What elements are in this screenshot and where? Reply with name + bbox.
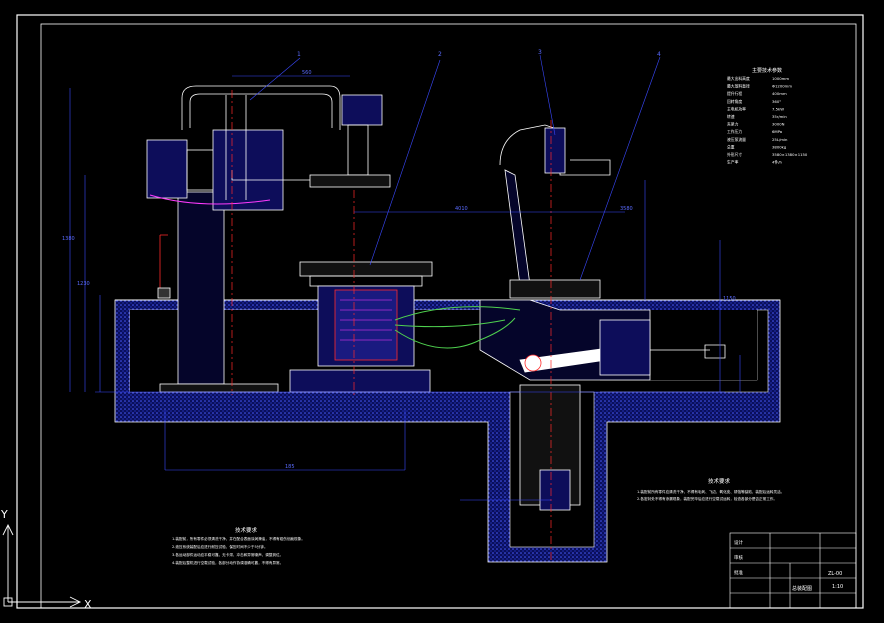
dim-mid-span: 4010 [455, 206, 468, 212]
title-block-checker: 审核 [734, 554, 743, 561]
tech-param-value: 3580×1380×1150 [772, 152, 808, 157]
tech-param-value: 1000mm [772, 76, 789, 81]
left-hoist-hatch [149, 194, 271, 205]
notes-left-line-4: 4.装配后整机进行空载试验，各部分动作协调准确可靠，不得有异常。 [172, 560, 283, 565]
dim-right-span: 3580 [620, 206, 633, 212]
tech-param-value: Φ1200mm [772, 84, 792, 89]
tech-param-value: 360° [772, 99, 781, 104]
ucs-y-label: Y [0, 508, 8, 521]
left-hoist-unit [146, 85, 391, 393]
inner-frame [40, 23, 857, 609]
tech-param-key: 转速 [727, 114, 735, 119]
right-turnover-unit [479, 124, 726, 511]
title-block-scale: 1:10 [832, 584, 843, 590]
tech-param-key: 生产率 [727, 160, 739, 165]
tech-param-value: 25L/min [772, 137, 788, 142]
tech-params-table: 主要技术参数 最大出料高度 1000mm 最大放料直径 Φ1200mm 提升行程 400m… [727, 67, 808, 165]
callout-3: 3 [538, 49, 542, 56]
tech-param-key: 工作压力 [727, 129, 742, 134]
callout-1: 1 [297, 51, 301, 58]
notes-left-line-1: 1.装配前，所有零件必须清洗干净，并在配合表面涂润滑油，不得有碰伤划痕现象。 [172, 536, 305, 541]
notes-right-line-2: 2.各密封处不得有渗漏现象，装配完毕后应进行空载试运转，检查各部分是否正常工作。 [637, 496, 777, 501]
notes-left-title: 技术要求 [235, 526, 258, 534]
centerlines [231, 90, 552, 560]
tech-param-value: 3000N [772, 122, 785, 127]
notes-left: 技术要求 1.装配前，所有零件必须清洗干净，并在配合表面涂润滑油，不得有碰伤划痕… [172, 526, 305, 565]
title-block-approver: 批准 [734, 569, 743, 576]
tech-param-key: 回转角度 [727, 99, 742, 104]
dim-top-span: 560 [302, 70, 312, 76]
tech-param-key: 外形尺寸 [727, 152, 742, 157]
tech-params-title: 主要技术参数 [752, 67, 782, 74]
ucs-x-label: X [84, 598, 92, 611]
notes-left-line-2: 2.液压系统装配后应进行耐压试验，保压时间不少于5分钟。 [172, 544, 268, 549]
callout-4: 4 [657, 51, 661, 58]
tech-param-key: 总重 [727, 144, 735, 149]
ucs-icon [2, 523, 82, 608]
notes-right-title: 技术要求 [708, 477, 731, 485]
notes-right: 技术要求 1.装配前所有零件应清洗干净，不得有毛刺、飞边、氧化皮、锈蚀等缺陷，装… [637, 477, 784, 501]
dim-left-height2: 1230 [77, 281, 90, 287]
title-block [729, 532, 857, 609]
dimension-lines [69, 54, 741, 501]
tech-param-value: 400mm [772, 91, 787, 96]
callout-2: 2 [438, 51, 442, 58]
tech-param-value: 4件/h [772, 160, 782, 165]
title-block-designer: 设计 [734, 539, 743, 546]
tech-param-key: 提升行程 [727, 91, 742, 96]
dim-bottom-span: 185 [285, 464, 295, 470]
dim-right-height: 1150 [723, 296, 736, 302]
notes-left-line-3: 3.各运动部件运动应平稳可靠，无卡滞、冲击和异常噪声，调整到位。 [172, 552, 283, 557]
tech-param-key: 夹紧力 [727, 122, 739, 127]
tech-param-key: 主电机功率 [727, 106, 746, 111]
hydraulic-hoses [394, 306, 521, 349]
tech-param-value: 3800kg [772, 144, 787, 149]
tech-param-key: 最大放料直径 [727, 84, 750, 89]
dim-left-height: 1380 [62, 236, 75, 242]
tech-param-value: 35r/min [772, 114, 787, 119]
tech-param-value: 7.5kW [772, 106, 784, 111]
title-block-code: ZL-00 [828, 571, 842, 577]
tech-param-value: 6MPa [772, 129, 782, 134]
central-vessel [289, 261, 433, 393]
title-block-name: 总装配图 [792, 585, 812, 592]
tech-param-key: 最大出料高度 [727, 76, 750, 81]
tech-param-key: 液压泵流量 [727, 137, 746, 142]
notes-right-line-1: 1.装配前所有零件应清洗干净，不得有毛刺、飞边、氧化皮、锈蚀等缺陷，装配后运转灵… [637, 489, 784, 494]
